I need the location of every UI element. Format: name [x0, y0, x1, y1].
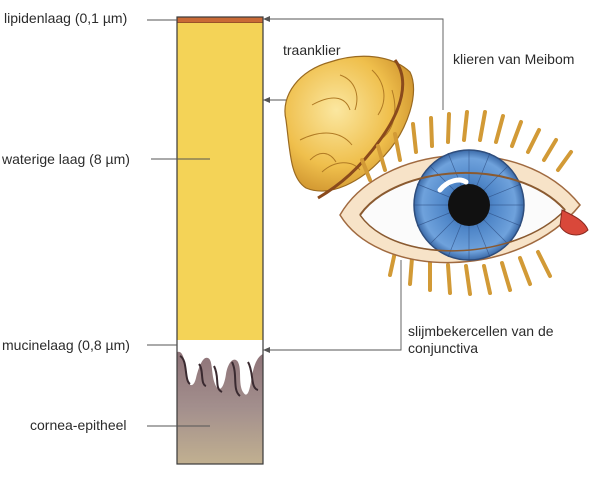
upper-lashes [360, 110, 573, 182]
mucin-layer [177, 340, 263, 354]
label-cornea-epithelium: cornea-epitheel [30, 417, 127, 433]
column-border [176, 16, 264, 465]
leader-arrowheads [263, 16, 270, 353]
label-goblet-cells-line1: slijmbekercellen van de [408, 323, 554, 339]
leader-goblet [263, 260, 402, 351]
caruncle [559, 209, 589, 236]
watery-layer [177, 23, 263, 340]
label-mucin-layer: mucinelaag (0,8 µm) [2, 337, 130, 353]
cornea-epithelium [177, 351, 263, 464]
label-lacrimal-gland: traanklier [283, 42, 341, 58]
pupil [448, 184, 490, 226]
label-goblet-cells-line2: conjunctiva [408, 340, 479, 356]
eye-illustration [339, 110, 589, 296]
leader-meibom [263, 18, 444, 110]
tear-film-column [176, 16, 264, 465]
eye-highlight [437, 177, 469, 193]
mucin-strands [179, 355, 259, 397]
label-goblet-cells: slijmbekercellen van de conjunctiva [408, 323, 554, 357]
label-watery-layer: waterige laag (8 µm) [2, 151, 130, 167]
label-meibomian-glands: klieren van Meibom [453, 51, 575, 67]
lipid-layer [176, 16, 264, 24]
label-lipid-layer: lipidenlaag (0,1 µm) [4, 10, 128, 26]
lower-lashes [388, 250, 552, 296]
